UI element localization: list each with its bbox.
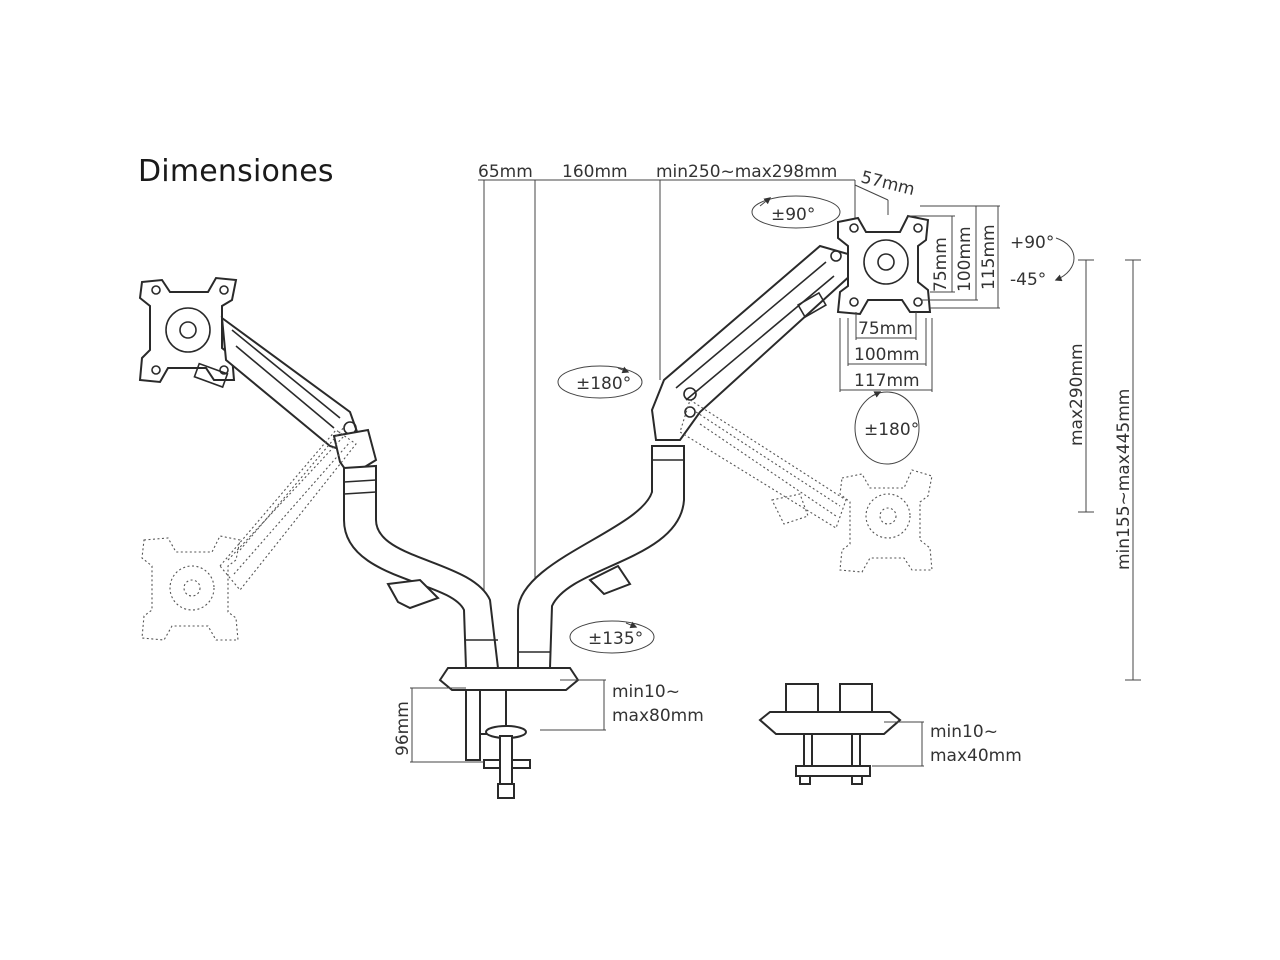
- clamp-dimension-lines: [410, 679, 924, 767]
- height-dimension-lines: [1078, 259, 1141, 681]
- dim-65mm: 65mm: [478, 162, 533, 182]
- grommet-mount: [758, 683, 902, 785]
- left-upper-arm: [220, 315, 378, 478]
- dim-arm-reach: min250~max298mm: [656, 162, 837, 182]
- grommet-range-line2: max40mm: [930, 746, 1022, 766]
- tilt-up: +90°: [1010, 233, 1054, 253]
- left-ghost-position: [141, 425, 357, 641]
- rot-swivel: ±180°: [864, 420, 919, 440]
- vesa-h-75mm: 75mm: [858, 319, 913, 339]
- right-ghost-position: [679, 399, 933, 573]
- rot-screen: ±90°: [771, 205, 815, 225]
- rotation-arrows: [557, 195, 1075, 654]
- dim-height-range: min155~max445mm: [1114, 389, 1134, 570]
- vesa-h-117mm: 117mm: [854, 371, 920, 391]
- vesa-h-100mm: 100mm: [854, 345, 920, 365]
- grommet-range-line1: min10~: [930, 722, 998, 742]
- rot-arm: ±180°: [576, 374, 631, 394]
- dim-96mm: 96mm: [393, 701, 413, 756]
- clamp-range-line2: max80mm: [612, 706, 704, 726]
- dim-160mm: 160mm: [562, 162, 628, 182]
- vesa-v-115mm: 115mm: [979, 224, 999, 290]
- vesa-v-100mm: 100mm: [955, 226, 975, 292]
- left-arm-column: [343, 464, 500, 669]
- dim-max290mm: max290mm: [1067, 343, 1087, 446]
- right-vesa-plate: [836, 214, 932, 316]
- clamp-range-line1: min10~: [612, 682, 680, 702]
- right-upper-arm: [650, 244, 854, 441]
- rot-base: ±135°: [588, 629, 643, 649]
- tilt-down: -45°: [1010, 270, 1046, 290]
- vesa-dimension-lines: [839, 205, 1000, 392]
- diagram-title: Dimensiones: [138, 154, 334, 189]
- vesa-v-75mm: 75mm: [931, 237, 951, 292]
- right-arm-column: [517, 445, 685, 669]
- dim-57mm: 57mm: [859, 167, 917, 200]
- top-dimension-lines: [478, 179, 889, 590]
- left-vesa-plate: [138, 276, 238, 389]
